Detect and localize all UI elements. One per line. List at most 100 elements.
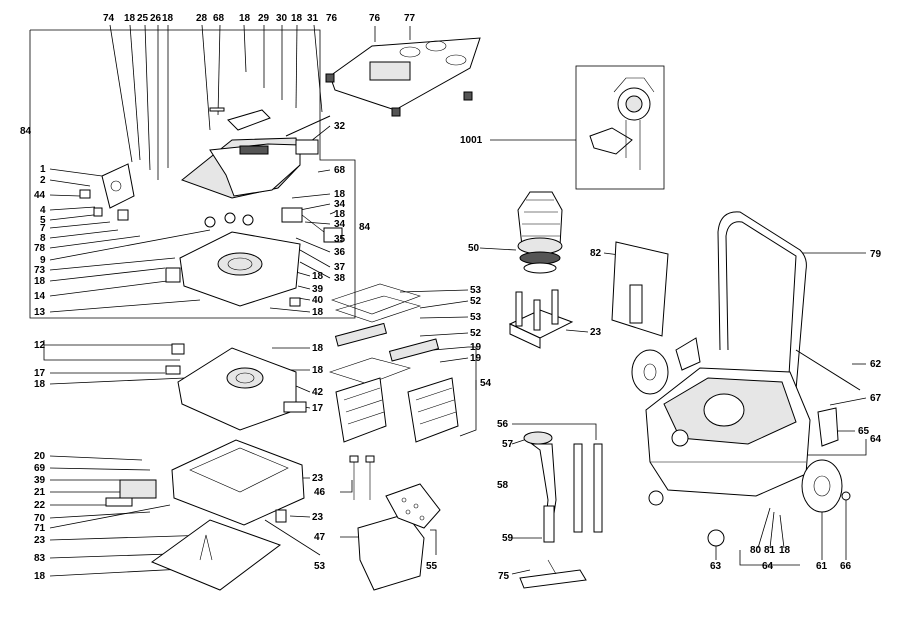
callout-left-23: 71 [34,523,46,534]
callout-center-1: 68 [334,165,346,176]
motor [517,191,563,274]
callout-top-12: 76 [326,13,338,24]
callout-left-11: 18 [34,276,46,287]
motor-mount [508,289,574,349]
callout-hose-4: 75 [498,571,510,582]
bolts [349,455,375,500]
callout-body-9: 63 [710,561,722,572]
callout-top-2: 25 [137,13,149,24]
flat-filters [329,283,440,385]
callout-filter-4: 19 [470,342,482,353]
callout-center-13: 18 [312,307,324,318]
callout-left-3: 44 [34,190,46,201]
callout-left-17: 20 [34,451,46,462]
callout-left-25: 83 [34,553,46,564]
callout-filter-7: 55 [426,561,438,572]
callout-left-24: 23 [34,535,46,546]
callout-center-11: 39 [312,284,324,295]
callout-center-5: 34 [334,219,346,230]
callout-numbers: 74 18 25 26 18 28 68 18 29 30 18 31 76 7… [20,13,882,582]
callout-center-19: 23 [312,473,324,484]
callout-center-7: 36 [334,247,346,258]
dust-box [357,483,441,591]
callout-body-3: 67 [870,393,882,404]
callout-left-8: 78 [34,243,46,254]
callout-top-14: 77 [404,13,416,24]
callout-center-8: 37 [334,262,346,273]
inset-detail [589,77,655,170]
callout-top-5: 28 [196,13,208,24]
callout-left-4: 4 [40,205,46,216]
callout-hose-1: 57 [502,439,514,450]
callout-center-14: 84 [359,222,371,233]
callout-left-15: 17 [34,368,46,379]
callout-center-16: 18 [312,365,324,376]
leader-lines [29,24,867,577]
callout-filter-0: 53 [470,285,482,296]
callout-left-26: 18 [34,571,46,582]
callout-center-21: 23 [312,512,324,523]
callout-left-2: 2 [40,175,46,186]
callout-body-10: 64 [762,561,774,572]
callout-top-7: 18 [239,13,251,24]
hose-parts [519,431,603,589]
callout-hose-0: 56 [497,419,509,430]
callout-top-0: 74 [103,13,115,24]
callout-filter-2: 53 [470,312,482,323]
callout-hose-3: 59 [502,533,514,544]
callout-motor-0: 1001 [460,135,483,146]
callout-left-0: 84 [20,126,32,137]
callout-left-10: 73 [34,265,46,276]
callout-hose-2: 58 [497,480,509,491]
callout-center-12: 40 [312,295,324,306]
wheels [631,349,851,547]
upper-housing [165,212,301,307]
callout-filter-5: 19 [470,353,482,364]
callout-top-3: 26 [150,13,162,24]
callout-body-2: 62 [870,359,882,370]
callout-center-2: 18 [334,189,346,200]
callout-body-8: 18 [779,545,791,556]
container-body [645,211,811,497]
callout-filter-1: 52 [470,296,482,307]
callout-left-12: 14 [34,291,46,302]
callout-center-6: 35 [334,234,346,245]
lid-frame [325,37,481,117]
callout-center-22: 47 [314,532,326,543]
parts-drawings [79,37,861,591]
callout-center-18: 17 [312,403,324,414]
callout-center-17: 42 [312,387,324,398]
callout-left-16: 18 [34,379,46,390]
callout-top-8: 29 [258,13,270,24]
callout-top-9: 30 [276,13,288,24]
lower-chassis [105,439,305,526]
callout-left-19: 39 [34,475,46,486]
callout-body-5: 64 [870,434,882,445]
callout-center-10: 18 [312,271,324,282]
callout-top-6: 68 [213,13,225,24]
callout-left-18: 69 [34,463,46,474]
callout-body-12: 66 [840,561,852,572]
callout-top-10: 18 [291,13,303,24]
callout-center-23: 53 [314,561,326,572]
callout-center-15: 18 [312,343,324,354]
callout-body-1: 79 [870,249,882,260]
callout-motor-2: 23 [590,327,602,338]
callout-left-21: 22 [34,500,46,511]
bottom-plate [150,519,282,591]
callout-body-4: 65 [858,426,870,437]
callout-left-20: 21 [34,487,46,498]
electronics-box [281,207,343,243]
pleated-filters [335,377,459,443]
callout-body-6: 80 [750,545,762,556]
callout-center-20: 46 [314,487,326,498]
callout-top-11: 31 [307,13,319,24]
callout-body-11: 61 [816,561,828,572]
callout-body-0: 82 [590,248,602,259]
callout-left-6: 7 [40,223,46,234]
callout-center-9: 38 [334,273,346,284]
callout-filter-6: 54 [480,378,492,389]
callout-left-14: 12 [34,340,46,351]
callout-left-9: 9 [40,255,46,266]
